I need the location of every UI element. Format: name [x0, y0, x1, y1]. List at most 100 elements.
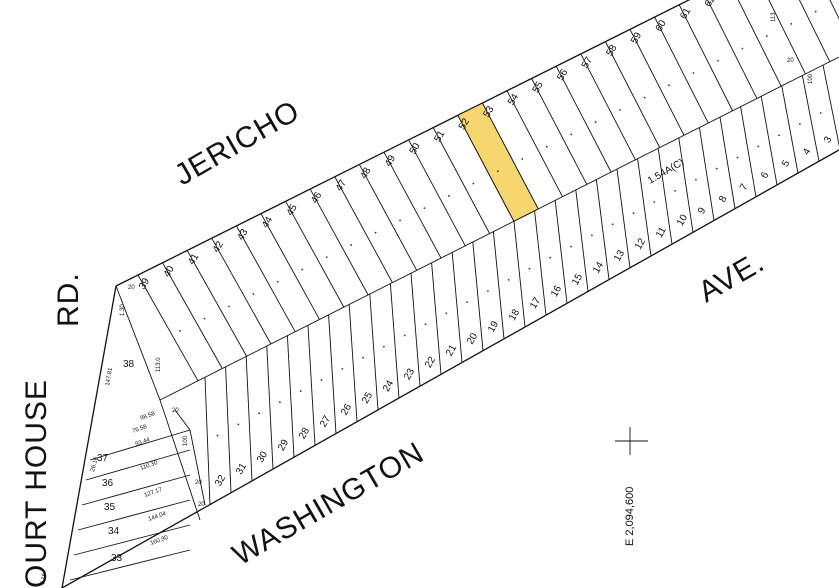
survey-dot — [549, 256, 552, 259]
lot-number-upper: 39 — [137, 276, 152, 292]
lot-divider — [260, 213, 320, 320]
survey-dot — [472, 182, 475, 185]
lot-divider — [492, 231, 505, 339]
lot-number-lower: 32 — [213, 473, 228, 489]
survey-dot — [325, 256, 328, 259]
corner-lot-line — [115, 285, 161, 401]
lot-divider — [285, 201, 345, 308]
street-label-court-house: OURT HOUSE — [20, 379, 53, 588]
survey-dot — [320, 379, 323, 381]
dim-label: 147.81 — [105, 367, 114, 387]
lot-divider — [211, 237, 272, 345]
survey-dot — [619, 108, 621, 111]
west-lot-line — [73, 524, 191, 556]
survey-dot — [383, 345, 385, 348]
lot-divider — [760, 96, 778, 186]
lot-number-lower: 8 — [717, 194, 730, 205]
lot-number-lower: 26 — [339, 402, 354, 418]
block-line-west — [61, 285, 117, 588]
west-lot-line — [174, 409, 191, 431]
survey-dot — [757, 145, 760, 148]
lot-divider — [369, 293, 379, 410]
dim-label: 144.04 — [148, 511, 168, 523]
lot-number-lower: 23 — [402, 366, 417, 382]
west-lot-line — [85, 449, 191, 481]
coordinate-marker: E 2,094,600 — [615, 427, 648, 546]
lot-number-upper: 58 — [604, 43, 619, 59]
lot-divider — [431, 262, 442, 375]
survey-dot — [301, 268, 304, 271]
survey-dot — [528, 267, 531, 270]
lot-divider — [737, 0, 782, 87]
lot-number-upper: 54 — [506, 92, 521, 108]
survey-dot — [179, 329, 181, 332]
street-label-jericho: JERICHO — [169, 94, 306, 192]
survey-dot — [445, 312, 448, 315]
lot-number-lower: 13 — [612, 248, 627, 264]
lot-number-upper: 57 — [580, 55, 595, 71]
lot-divider — [629, 29, 685, 136]
street-label-ave: AVE. — [693, 245, 770, 309]
lot-divider — [657, 148, 673, 245]
lot-number: 36 — [102, 478, 114, 489]
lot-divider — [137, 274, 199, 382]
survey-dot — [632, 212, 635, 215]
lot-number-lower: 19 — [486, 319, 501, 335]
dim-label: 20 — [195, 480, 202, 486]
lot-divider — [768, 0, 806, 75]
lot-number-lower: 12 — [633, 236, 648, 252]
lot-number-lower: 20 — [465, 331, 480, 347]
lot-divider — [307, 325, 316, 446]
lot-divider — [555, 65, 612, 173]
survey-dot — [466, 301, 468, 304]
lot-number-upper: 42 — [211, 239, 226, 255]
lot-divider — [740, 106, 757, 197]
lot-number-upper: 45 — [285, 202, 300, 218]
lot-divider — [798, 0, 831, 62]
survey-dot — [819, 112, 822, 114]
lot-divider — [719, 117, 736, 209]
survey-dot — [279, 401, 281, 404]
lot-number-lower: 11 — [654, 225, 669, 240]
lot-divider — [286, 335, 295, 458]
lot-divider — [408, 139, 466, 246]
dim-label: 26.16 — [90, 456, 100, 473]
survey-dot — [717, 59, 719, 62]
lot-divider — [822, 64, 839, 147]
survey-dot — [276, 280, 279, 283]
lot-number-lower: 24 — [381, 378, 396, 394]
lot-number-lower: 3 — [822, 134, 835, 145]
survey-dot — [570, 245, 572, 248]
lot-number-upper: 56 — [555, 67, 570, 83]
survey-dot — [778, 134, 780, 137]
lot-number-lower: 30 — [255, 449, 270, 465]
lot-number: 33 — [111, 553, 123, 564]
survey-dot — [374, 231, 377, 234]
survey-dot — [591, 234, 593, 237]
lot-highlight-52[interactable] — [457, 102, 539, 222]
survey-dot — [350, 244, 353, 246]
lot-number-upper: 50 — [408, 141, 423, 157]
lot-number-upper: 46 — [309, 190, 324, 206]
west-lot-line — [77, 499, 191, 531]
dim-label: 1.30 — [120, 304, 126, 316]
lot-divider — [580, 53, 636, 161]
survey-dot — [487, 290, 489, 292]
survey-dot — [741, 47, 744, 50]
lot-divider — [554, 200, 568, 304]
lot-number-lower: 18 — [507, 307, 522, 323]
lot-number-lower: 28 — [297, 426, 312, 442]
lot-divider — [678, 4, 734, 111]
lot-number-lower: 10 — [675, 212, 690, 228]
lot-divider — [575, 189, 589, 292]
dim-label: 113.0 — [156, 357, 162, 372]
survey-dot — [545, 145, 548, 148]
lot-divider — [801, 75, 820, 162]
lot-divider — [236, 225, 296, 332]
lot-divider — [637, 158, 652, 257]
dim-label: 20 — [787, 58, 794, 64]
lot-divider — [451, 252, 463, 363]
west-lot-line — [189, 429, 206, 506]
lot-number-upper: 59 — [629, 30, 644, 46]
